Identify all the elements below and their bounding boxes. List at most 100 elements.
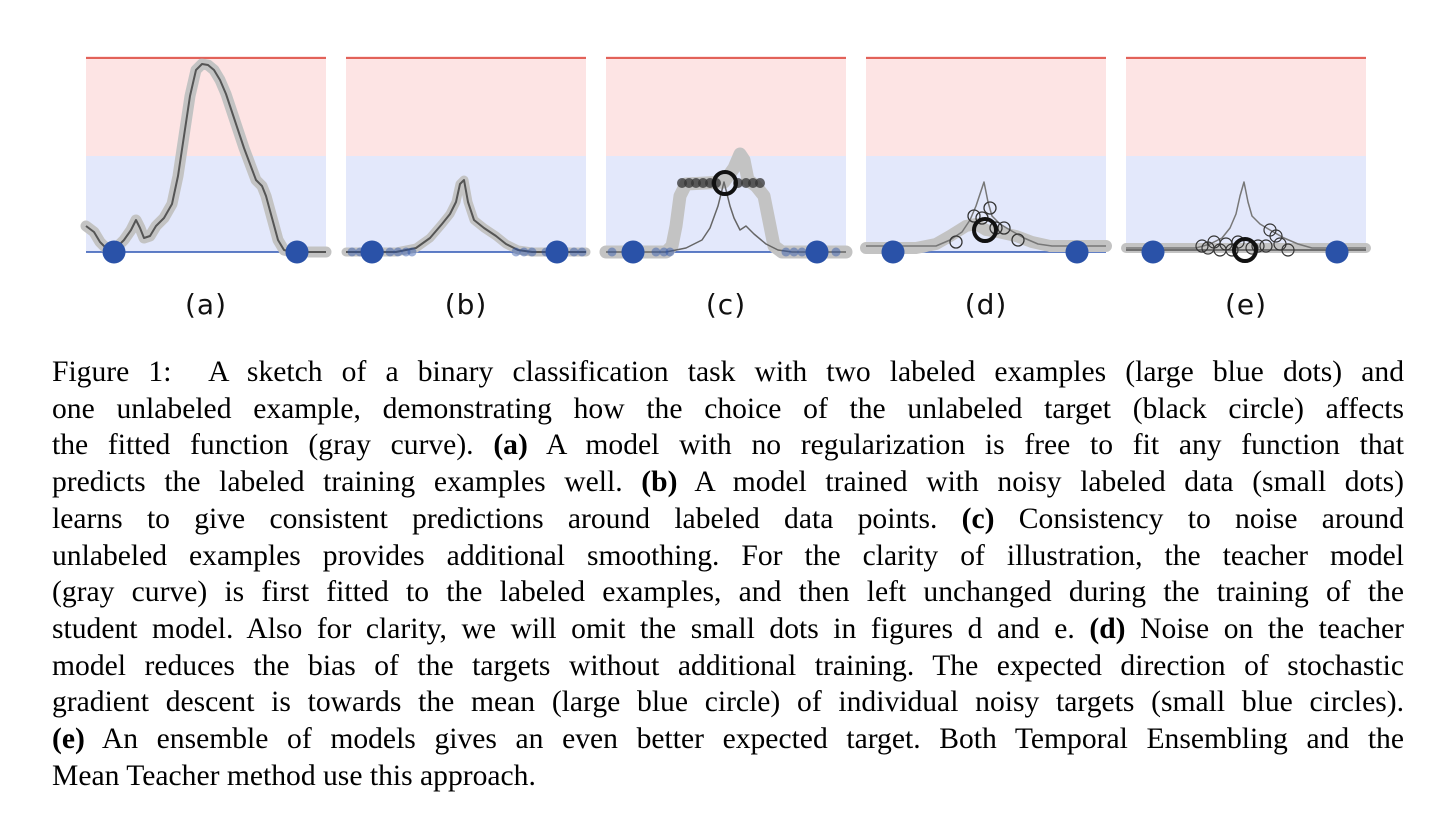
caption-text: A model with no regularization is free t… (545, 429, 1405, 462)
small-circle (1281, 243, 1295, 257)
caption-label-c: (c) (961, 502, 995, 535)
caption-text: learns to give consistent predictions ar… (52, 502, 938, 535)
caption-text: Noise on the teacher (1140, 612, 1404, 645)
panel-label-d: (d) (964, 288, 1008, 321)
small-circle (1195, 239, 1209, 253)
unlabeled-target-circle (712, 170, 738, 196)
small-dot (665, 247, 675, 257)
caption-line: Mean Teacher method use this approach. (52, 759, 536, 792)
figure-panels: (a) (b) (c) (d) (e) (0, 0, 1434, 330)
labeled-point-right (285, 240, 309, 264)
figure-caption: Figure 1: A sketch of a binary classific… (52, 354, 1404, 794)
figure-number: Figure 1: (52, 356, 172, 388)
mean-target-circle (1232, 237, 1258, 263)
caption-line: student model. Also for clarity, we will… (52, 611, 1404, 648)
mean-target-circle (972, 217, 998, 243)
small-dot (659, 247, 669, 257)
panel-b-plot (341, 56, 591, 264)
labeled-point-left (621, 240, 645, 264)
caption-line: (e) An ensemble of models gives an even … (52, 721, 1404, 758)
panel-d (860, 56, 1112, 264)
panel-label-c: (c) (705, 288, 747, 321)
small-dot (789, 247, 799, 257)
small-dot (698, 178, 708, 188)
panel-d-plot (860, 56, 1112, 264)
small-dot (527, 247, 537, 257)
noisy-targets (1195, 223, 1295, 257)
caption-line: one unlabeled example, demonstrating how… (52, 392, 1404, 425)
caption-line: unlabeled examples provides additional s… (52, 539, 1404, 572)
small-dot (569, 247, 579, 257)
panel-c-plot (599, 56, 853, 264)
positive-region (866, 56, 1106, 156)
small-circle (949, 235, 963, 249)
caption-line: learns to give consistent predictions ar… (52, 501, 1404, 538)
small-dot (511, 247, 521, 257)
caption-text: Consistency to noise around (1018, 502, 1404, 535)
panel-e (1121, 56, 1371, 264)
caption-label-d: (d) (1089, 612, 1126, 645)
small-dot (385, 247, 395, 257)
caption-text: predicts the labeled training examples w… (52, 466, 623, 499)
labeled-point-left (102, 240, 126, 264)
small-dot (651, 247, 661, 257)
teacher-curve (1126, 181, 1366, 249)
panel-label-b: (b) (444, 288, 488, 321)
small-circle (967, 209, 981, 223)
panel-a-plot (80, 56, 332, 264)
small-dot (607, 247, 617, 257)
negative-region (1126, 156, 1366, 252)
panel-c (599, 56, 853, 264)
labeled-point-right (545, 240, 569, 264)
labeled-point-right (805, 240, 829, 264)
caption-text: An ensemble of models gives an even bett… (101, 723, 1404, 756)
small-dot (684, 178, 694, 188)
small-dot (741, 178, 751, 188)
caption-text: the fitted function (gray curve). (52, 429, 474, 462)
caption-line: Figure 1: A sketch of a binary classific… (52, 354, 1404, 391)
positive-region (1126, 56, 1366, 156)
noisy-labeled-samples (607, 247, 841, 257)
small-dot (748, 178, 758, 188)
small-circle (983, 201, 997, 215)
labeled-point-left (360, 240, 384, 264)
smoothed-curve-halo (599, 147, 853, 259)
caption-text: A model trained with noisy labeled data … (694, 466, 1404, 499)
caption-label-b: (b) (641, 466, 678, 499)
caption-line: gradient descent is towards the mean (la… (52, 686, 1404, 719)
panel-a (80, 56, 332, 264)
caption-text: A sketch of a binary classification task… (208, 356, 1404, 388)
small-dot (519, 247, 529, 257)
caption-line: predicts the labeled training examples w… (52, 464, 1404, 501)
panel-label-a: (a) (184, 288, 227, 321)
positive-region (606, 56, 846, 156)
small-dot (401, 247, 411, 257)
teacher-curve (606, 181, 846, 253)
caption-line: (gray curve) is first fitted to the labe… (52, 576, 1404, 609)
positive-region (346, 56, 586, 156)
panel-b (341, 56, 591, 264)
small-dot (393, 247, 403, 257)
small-dot (831, 247, 841, 257)
labeled-point-right (1065, 240, 1089, 264)
small-dot (691, 178, 701, 188)
labeled-point-left (1141, 240, 1165, 264)
caption-line: the fitted function (gray curve). (a) A … (52, 427, 1404, 464)
caption-label-e: (e) (52, 723, 85, 756)
small-dot (577, 247, 587, 257)
small-dot (677, 178, 687, 188)
caption-line: model reduces the bias of the targets wi… (52, 649, 1404, 682)
caption-text: student model. Also for clarity, we will… (52, 612, 1075, 645)
small-circle (1231, 235, 1245, 249)
small-dot (347, 247, 357, 257)
caption-label-a: (a) (493, 429, 528, 462)
small-circle (1251, 239, 1265, 253)
small-dot (407, 247, 417, 257)
positive-region (86, 56, 326, 156)
labeled-point-left (881, 240, 905, 264)
labeled-point-right (1325, 240, 1349, 264)
panel-e-plot (1121, 56, 1371, 264)
panel-label-e: (e) (1224, 288, 1268, 321)
small-circle (997, 221, 1011, 235)
small-dot (755, 178, 765, 188)
